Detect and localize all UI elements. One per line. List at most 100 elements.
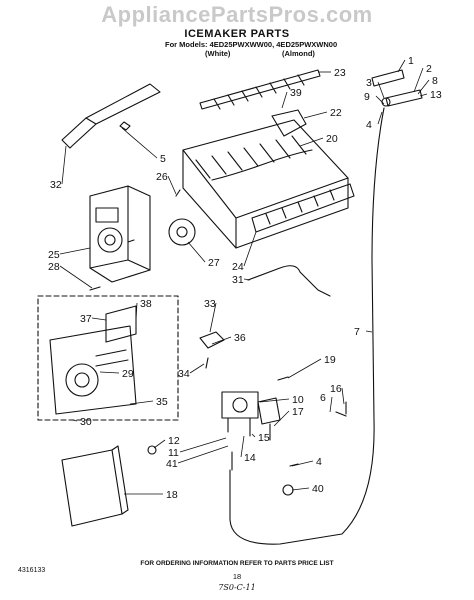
callout-number-14: 14 <box>244 452 256 464</box>
callout-number-13: 13 <box>430 89 442 101</box>
callout-leader-line <box>121 127 158 159</box>
callout-number-36: 36 <box>234 332 246 344</box>
callout-leader-line <box>413 67 424 93</box>
callout-number-12: 12 <box>168 435 180 447</box>
callout-leader-line <box>259 398 290 403</box>
callout-number-40: 40 <box>312 483 324 495</box>
callout-number-17: 17 <box>292 406 304 418</box>
callout-leader-line <box>281 91 288 109</box>
callout-number-10: 10 <box>292 394 304 406</box>
callout-number-4: 4 <box>366 119 372 131</box>
callout-number-34: 34 <box>178 368 190 380</box>
watermark: AppliancePartsPros.com <box>101 2 373 27</box>
feeler-arm-part <box>61 83 161 149</box>
callout-number-30: 30 <box>80 416 92 428</box>
callout-number-15: 15 <box>258 432 270 444</box>
callout-leader-line <box>299 137 324 147</box>
callout-number-9: 9 <box>364 91 370 103</box>
callout-number-2: 2 <box>426 63 432 75</box>
callout-leader-line <box>129 400 154 405</box>
callout-leader-line <box>135 302 138 321</box>
coupler-part <box>168 218 196 246</box>
callout-number-26: 26 <box>156 171 168 183</box>
clip-part <box>119 121 131 131</box>
callout-number-27: 27 <box>208 257 220 269</box>
callout-number-33: 33 <box>204 298 216 310</box>
callout-leader-line <box>291 460 314 467</box>
ordering-footer: FOR ORDERING INFORMATION REFER TO PARTS … <box>140 560 334 567</box>
callout-number-18: 18 <box>166 489 178 501</box>
callout-number-32: 32 <box>50 179 62 191</box>
guard-part <box>61 445 129 527</box>
callout-number-25: 25 <box>48 249 60 261</box>
callout-number-38: 38 <box>140 298 152 310</box>
water-valve-part <box>221 391 281 441</box>
module-box-outline <box>37 295 179 421</box>
callout-leader-line <box>419 93 428 97</box>
control-housing-part <box>89 185 151 283</box>
callout-leader-line <box>303 111 328 119</box>
callout-number-37: 37 <box>80 313 92 325</box>
callout-leader-line <box>187 241 206 263</box>
callout-leader-line <box>243 278 251 281</box>
callout-leader-line <box>375 95 385 105</box>
callout-leader-line <box>59 265 93 289</box>
callout-number-6: 6 <box>320 392 326 404</box>
callout-number-39: 39 <box>290 87 302 99</box>
water-tube-part <box>229 107 385 545</box>
color-label-almond: (Almond) <box>282 49 315 58</box>
callout-number-11: 11 <box>168 447 179 459</box>
callout-number-16: 16 <box>330 383 342 395</box>
handwritten-note: 7S0-C-11 <box>218 583 256 592</box>
callout-leader-line <box>71 419 78 422</box>
callout-leader-line <box>91 317 107 321</box>
callout-leader-line <box>243 231 257 267</box>
callout-leader-line <box>417 79 430 95</box>
diagram-title: ICEMAKER PARTS <box>184 28 290 40</box>
callout-number-35: 35 <box>156 396 168 408</box>
callout-leader-line <box>153 439 166 449</box>
callout-number-29: 29 <box>122 368 134 380</box>
callout-number-28: 28 <box>48 261 60 273</box>
bracket-part <box>199 331 225 349</box>
callout-number-7: 7 <box>354 326 360 338</box>
ejector-blade-part <box>199 69 321 110</box>
callout-leader-line <box>291 487 310 491</box>
callout-number-8: 8 <box>432 75 438 87</box>
callout-number-41: 41 <box>166 458 178 470</box>
callout-leader-line <box>211 336 232 345</box>
callout-leader-line <box>240 435 245 458</box>
callout-leader-line <box>59 247 91 255</box>
callout-leader-line <box>377 81 385 99</box>
callout-number-1: 1 <box>408 55 414 67</box>
ice-mold-part <box>182 119 349 249</box>
callout-leader-line <box>273 410 290 427</box>
callout-leader-line <box>61 145 67 185</box>
callout-number-19: 19 <box>324 354 336 366</box>
callout-leader-line <box>209 302 217 333</box>
callout-number-31: 31 <box>232 274 244 286</box>
shutoff-arm-part <box>247 265 331 297</box>
callout-leader-line <box>341 387 345 405</box>
color-label-white: (White) <box>205 49 231 58</box>
callout-number-5: 5 <box>160 153 166 165</box>
model-line: For Models: 4ED25PWXWW00, 4ED25PWXWN00 <box>165 40 338 49</box>
callout-leader-line <box>397 59 406 73</box>
callout-number-3: 3 <box>366 77 372 89</box>
callout-leader-line <box>177 445 229 464</box>
callout-leader-line <box>287 358 322 379</box>
callout-leader-line <box>99 371 120 374</box>
callout-number-22: 22 <box>330 107 342 119</box>
callout-leader-line <box>377 111 383 125</box>
callout-leader-line <box>251 433 256 438</box>
callout-number-23: 23 <box>334 67 346 79</box>
grommet-part <box>147 445 157 455</box>
document-number: 4316133 <box>18 567 46 574</box>
callout-leader-line <box>179 437 227 453</box>
stripper-part <box>251 183 355 233</box>
page-number: 18 <box>232 572 242 581</box>
callout-leader-line <box>365 330 373 333</box>
inlet-fitting-part <box>371 69 423 107</box>
